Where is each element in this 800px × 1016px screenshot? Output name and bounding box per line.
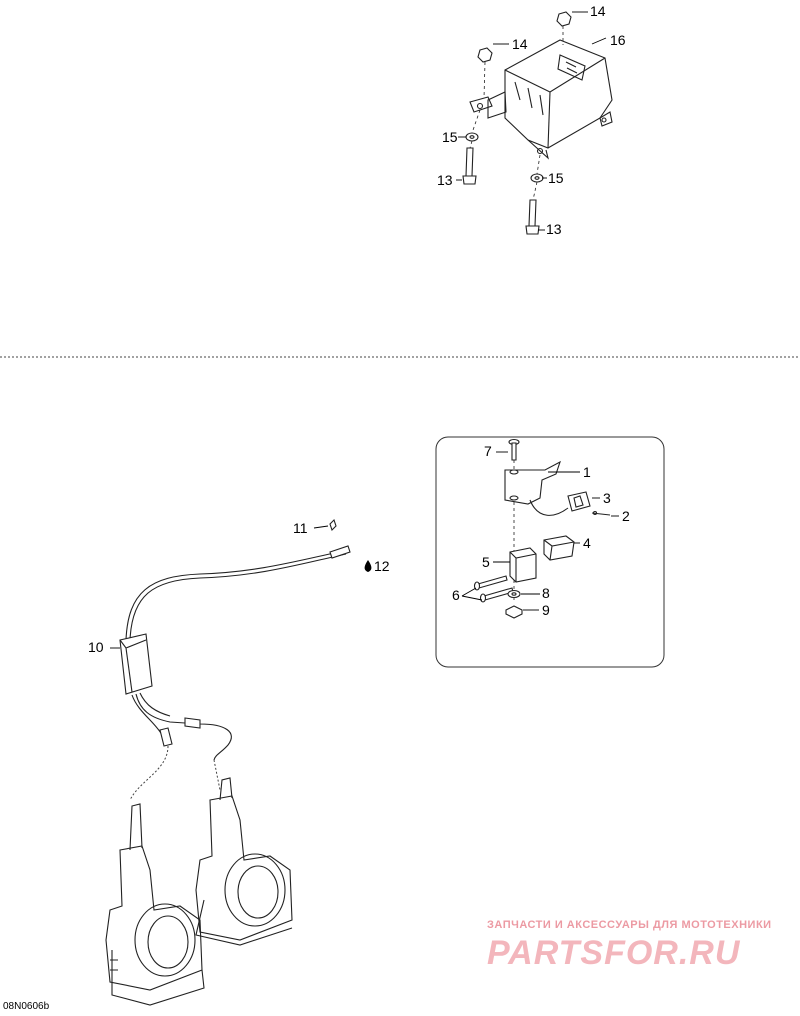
callout-5: 5 — [482, 554, 490, 570]
bolt-13-right — [528, 199, 537, 227]
carburetors — [105, 777, 293, 1006]
callout-12: 12 — [374, 558, 390, 574]
callout-14-top: 14 — [590, 3, 606, 19]
throttle-sensor-assembly — [473, 438, 611, 619]
callout-9: 9 — [542, 602, 550, 618]
watermark-logo: PARTSFOR.RU — [487, 934, 741, 972]
callout-15-left: 15 — [442, 129, 458, 145]
washer-15-right — [530, 173, 544, 183]
callout-15-right: 15 — [548, 170, 564, 186]
callout-10: 10 — [88, 639, 104, 655]
washer-15-left — [465, 132, 479, 142]
callout-6: 6 — [452, 587, 460, 603]
callout-2: 2 — [622, 508, 630, 524]
figure-code: 08N0606b — [3, 1001, 50, 1012]
callout-13-right: 13 — [546, 221, 562, 237]
nut-14-top — [556, 11, 572, 27]
lubricant-drop-icon — [364, 560, 372, 572]
callout-4: 4 — [583, 535, 591, 551]
bolt-13-left — [465, 147, 474, 177]
watermark-caption: ЗАПЧАСТИ И АКСЕССУАРЫ ДЛЯ МОТОТЕХНИКИ — [487, 919, 772, 931]
nut-14-left — [477, 47, 493, 63]
callout-3: 3 — [603, 490, 611, 506]
control-module-assembly — [462, 11, 613, 235]
callout-8: 8 — [542, 585, 550, 601]
callout-1: 1 — [583, 464, 591, 480]
detail-box — [435, 436, 665, 668]
callout-16: 16 — [610, 32, 626, 48]
callout-7: 7 — [484, 443, 492, 459]
callout-13-left: 13 — [437, 172, 453, 188]
callout-14-left: 14 — [512, 36, 528, 52]
callout-11: 11 — [293, 520, 308, 536]
throttle-cable-assembly — [119, 518, 351, 801]
